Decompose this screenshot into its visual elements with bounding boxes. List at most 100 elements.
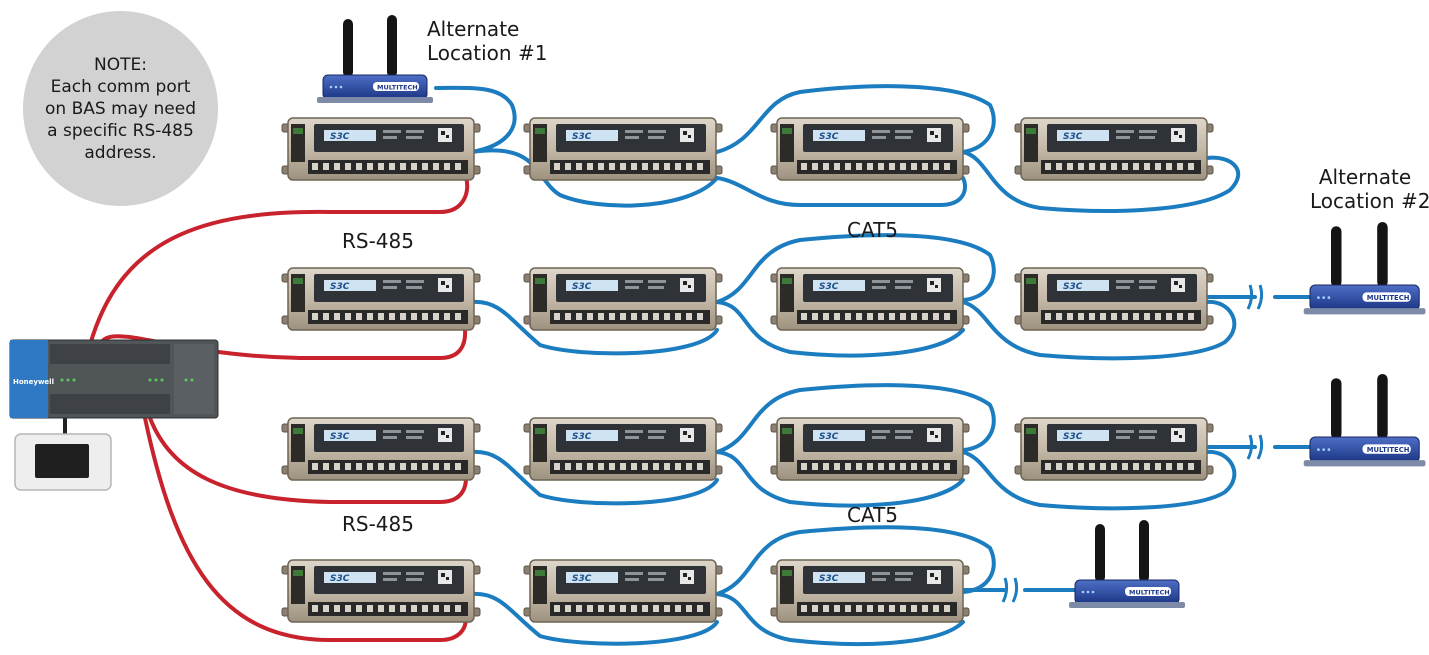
router-badge-bg bbox=[1362, 292, 1411, 302]
meter-badge-text: S3C bbox=[330, 574, 350, 584]
note-line: on BAS may need bbox=[45, 98, 196, 119]
spec-line bbox=[895, 280, 913, 283]
status-led bbox=[329, 85, 333, 89]
controller-brand-text: Honeywell bbox=[13, 378, 54, 386]
terminal-screw bbox=[675, 463, 681, 470]
terminal-screw bbox=[598, 605, 604, 612]
terminal-led bbox=[293, 278, 303, 284]
router-brand-text: MULTITECH bbox=[1367, 446, 1410, 454]
status-led bbox=[1091, 590, 1095, 594]
spec-line bbox=[1139, 436, 1155, 439]
energy-meter: S3C bbox=[281, 117, 481, 181]
terminal-screw bbox=[675, 313, 681, 320]
terminal-screw bbox=[1111, 163, 1117, 170]
terminal-screw bbox=[323, 605, 329, 612]
cat5-cable bbox=[961, 449, 1237, 511]
terminal-screw bbox=[598, 313, 604, 320]
terminal-screw bbox=[933, 313, 939, 320]
alternate-location-2-label: Alternate Location #2 bbox=[1310, 165, 1429, 213]
rs485-cable bbox=[88, 176, 470, 347]
rs485-cable bbox=[98, 328, 468, 360]
badge-bg bbox=[813, 572, 865, 583]
terminal-led bbox=[293, 570, 303, 576]
cat5-cable bbox=[961, 299, 1237, 361]
terminal-screw bbox=[576, 163, 582, 170]
badge-bg bbox=[1057, 130, 1109, 141]
spec-line bbox=[895, 130, 913, 133]
meter-badge-text: S3C bbox=[330, 282, 350, 292]
router-base bbox=[1069, 602, 1185, 608]
status-led bbox=[334, 85, 338, 89]
qr-dot bbox=[935, 435, 938, 438]
note-line: Each comm port bbox=[50, 76, 191, 97]
terminal-screw bbox=[686, 463, 692, 470]
badge-bg bbox=[324, 430, 376, 441]
note-line: a specific RS-485 bbox=[47, 120, 194, 141]
badge-bg bbox=[324, 130, 376, 141]
terminal-screw bbox=[312, 605, 318, 612]
status-led bbox=[1322, 296, 1326, 299]
terminal-screw bbox=[867, 605, 873, 612]
antenna-icon bbox=[1139, 520, 1149, 582]
terminal-screw bbox=[834, 605, 840, 612]
qr-dot bbox=[446, 135, 449, 138]
spec-line bbox=[648, 280, 666, 283]
terminal-screw bbox=[856, 163, 862, 170]
terminal-screw bbox=[422, 313, 428, 320]
terminal-screw bbox=[345, 163, 351, 170]
energy-meter: S3C bbox=[1014, 417, 1214, 481]
spec-line bbox=[895, 578, 911, 581]
terminal-screw bbox=[642, 313, 648, 320]
note-line: NOTE: bbox=[94, 54, 147, 75]
terminal-screw bbox=[900, 605, 906, 612]
terminal-screw bbox=[801, 163, 807, 170]
terminal-screw bbox=[1045, 163, 1051, 170]
terminal-screw bbox=[878, 605, 884, 612]
terminal-screw bbox=[686, 605, 692, 612]
terminal-screw bbox=[1166, 313, 1172, 320]
terminal-screw bbox=[911, 313, 917, 320]
terminal-screw bbox=[554, 313, 560, 320]
terminal-screw bbox=[944, 313, 950, 320]
spec-line bbox=[406, 436, 422, 439]
terminal-screw bbox=[653, 463, 659, 470]
terminal-screw bbox=[922, 313, 928, 320]
status-led bbox=[1086, 590, 1090, 594]
spec-line bbox=[648, 430, 666, 433]
spec-line bbox=[406, 136, 422, 139]
terminal-screw bbox=[1144, 313, 1150, 320]
terminal-screw bbox=[312, 463, 318, 470]
meter-badge-text: S3C bbox=[1063, 282, 1083, 292]
terminal-screw bbox=[400, 163, 406, 170]
spec-line bbox=[383, 286, 397, 289]
qr-dot bbox=[441, 431, 445, 435]
terminal-screw bbox=[856, 605, 862, 612]
terminal-screw bbox=[345, 463, 351, 470]
terminal-screw bbox=[345, 605, 351, 612]
spec-line bbox=[406, 130, 424, 133]
terminal-screw bbox=[433, 463, 439, 470]
terminal-screw bbox=[422, 163, 428, 170]
qr-dot bbox=[683, 281, 687, 285]
terminal-screw bbox=[1177, 463, 1183, 470]
terminal-screw bbox=[400, 313, 406, 320]
cat5-cable bbox=[961, 150, 1241, 213]
terminal-screw bbox=[664, 463, 670, 470]
terminal-screw bbox=[801, 605, 807, 612]
terminal-screw bbox=[411, 605, 417, 612]
antenna-icon bbox=[1095, 524, 1105, 582]
qr-dot bbox=[441, 281, 445, 285]
energy-meter: S3C bbox=[281, 267, 481, 331]
status-led bbox=[1317, 296, 1320, 299]
status-led bbox=[184, 378, 188, 382]
spec-line bbox=[872, 578, 886, 581]
spec-line bbox=[625, 572, 643, 575]
terminal-screw bbox=[389, 605, 395, 612]
terminal-screw bbox=[922, 163, 928, 170]
meter-badge-text: S3C bbox=[330, 132, 350, 142]
terminal-screw bbox=[867, 463, 873, 470]
terminal-screw bbox=[444, 605, 450, 612]
cellular-router: MULTITECH bbox=[1303, 222, 1426, 315]
bas-controller: Honeywell bbox=[9, 339, 219, 419]
